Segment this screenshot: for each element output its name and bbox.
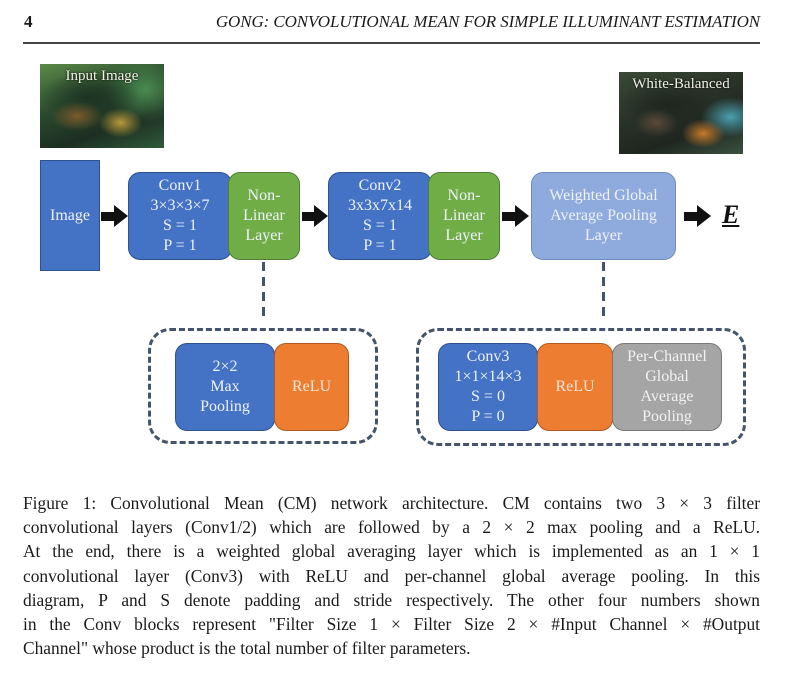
conv1-padding: P = 1	[163, 237, 197, 254]
nonlinear2-line1: Non-	[447, 187, 481, 204]
figure-caption: Figure 1: Convolutional Mean (CM) networ…	[23, 491, 760, 660]
input-image-label: Input Image	[65, 68, 139, 84]
nonlinear1-line1: Non-	[247, 187, 281, 204]
header-rule	[23, 42, 760, 44]
caption-line: diagram, P and S denote padding and stri…	[23, 589, 760, 610]
nonlinear1-line2: Linear	[243, 207, 285, 224]
conv2-stride: S = 1	[363, 217, 397, 234]
conv1-shape: 3×3×3×7	[150, 197, 210, 214]
pcgap-line2: Global	[645, 368, 689, 385]
conv3-block: Conv3 1×1×14×3 S = 0 P = 0	[438, 343, 538, 431]
connector-nonlinear-detail	[262, 262, 265, 320]
wgap-line3: Layer	[584, 227, 623, 244]
conv3-stride: S = 0	[471, 388, 505, 405]
white-balanced-thumbnail: White-Balanced	[619, 72, 743, 154]
conv1-title: Conv1	[158, 177, 202, 194]
relu2-label: ReLU	[555, 378, 595, 395]
running-title: GONG: CONVOLUTIONAL MEAN FOR SIMPLE ILLU…	[215, 12, 760, 31]
caption-line: Channel" whose product is the total numb…	[23, 638, 471, 659]
connector-wgap-detail	[602, 262, 605, 320]
conv2-shape: 3x3x7x14	[348, 197, 412, 214]
wgap-line1: Weighted Global	[549, 187, 658, 204]
image-block-label: Image	[50, 206, 90, 224]
wgap-detail-group	[416, 328, 746, 446]
conv3-title: Conv3	[466, 348, 510, 365]
nonlinear-layer-1: Non- Linear Layer	[228, 172, 300, 260]
caption-line: convolutional layers (Conv1/2) which are…	[23, 517, 760, 538]
max-pooling-block: 2×2 Max Pooling	[175, 343, 275, 431]
nonlinear-layer-2: Non- Linear Layer	[428, 172, 500, 260]
conv2-title: Conv2	[358, 177, 402, 194]
pcgap-line3: Average	[640, 388, 694, 405]
relu-block-1: ReLU	[274, 343, 349, 431]
nonlinear2-line2: Linear	[443, 207, 485, 224]
input-image-thumbnail: Input Image	[40, 64, 164, 148]
conv2-block: Conv2 3x3x7x14 S = 1 P = 1	[328, 172, 432, 260]
nonlinear1-line3: Layer	[245, 227, 283, 244]
output-illuminant-symbol: E	[722, 200, 740, 229]
pcgap-line1: Per-Channel	[627, 348, 707, 365]
caption-line: Figure 1: Convolutional Mean (CM) networ…	[23, 493, 760, 513]
conv1-block: Conv1 3×3×3×7 S = 1 P = 1	[128, 172, 232, 260]
conv3-padding: P = 0	[471, 408, 505, 425]
white-balanced-label: White-Balanced	[632, 76, 730, 92]
weighted-global-average-pooling-block: Weighted Global Average Pooling Layer	[531, 172, 676, 260]
maxpool-line2: Max	[210, 378, 240, 395]
nonlinear-detail-group	[148, 328, 378, 444]
conv2-padding: P = 1	[363, 237, 397, 254]
nonlinear2-line3: Layer	[445, 227, 483, 244]
page-number: 4	[24, 12, 33, 31]
caption-line: At the end, there is a weighted global a…	[23, 541, 760, 562]
caption-line: in the Conv blocks represent "Filter Siz…	[23, 614, 760, 635]
relu-block-2: ReLU	[537, 343, 613, 431]
pcgap-line4: Pooling	[642, 408, 692, 425]
wgap-line2: Average Pooling	[550, 207, 657, 224]
image-block: Image	[40, 160, 100, 271]
conv3-shape: 1×1×14×3	[454, 368, 522, 385]
conv1-stride: S = 1	[163, 217, 197, 234]
relu1-label: ReLU	[291, 378, 332, 395]
maxpool-line3: Pooling	[200, 398, 250, 415]
caption-line: convolutional layer (Conv3) with ReLU an…	[23, 565, 760, 586]
maxpool-line1: 2×2	[212, 358, 238, 375]
per-channel-gap-block: Per-Channel Global Average Pooling	[612, 343, 722, 431]
